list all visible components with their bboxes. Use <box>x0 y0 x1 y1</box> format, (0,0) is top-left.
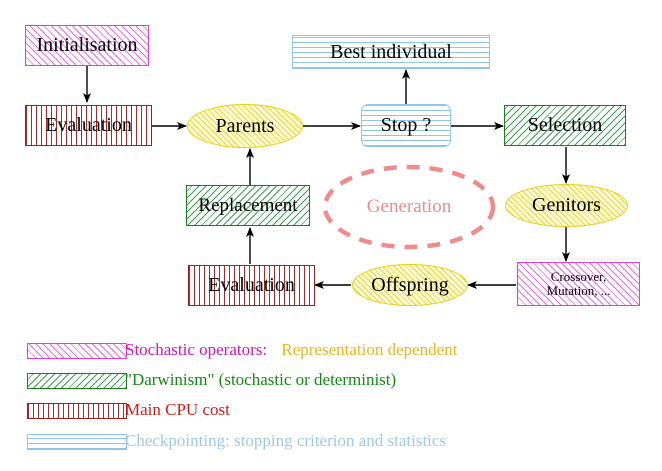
legend-label-darwinism: "Darwinism" (stochastic or determinist) <box>125 370 396 390</box>
legend-swatch-red-vertical-hatch <box>27 403 127 419</box>
legend-swatch-magenta-diagonal-hatch <box>27 343 127 359</box>
legend-text-primary: "Darwinism" (stochastic or determinist) <box>125 370 397 389</box>
legend-swatch-blue-horizontal-hatch <box>27 434 127 450</box>
legend-swatch-green-diagonal-hatch <box>27 373 127 389</box>
node-initialisation-label: Initialisation <box>36 34 138 56</box>
node-best-individual[interactable]: Best individual <box>292 35 490 69</box>
legend-text-primary: Main CPU cost <box>125 400 230 419</box>
node-stop[interactable]: Stop ? <box>361 104 451 147</box>
legend-text-primary: Stochastic operators: <box>125 340 268 359</box>
legend-row: "Darwinism" (stochastic or determinist) <box>0 370 662 399</box>
node-offspring-label: Offspring <box>371 273 449 296</box>
legend-label-main-cpu-cost: Main CPU cost <box>125 400 230 420</box>
legend-text-secondary: Representation dependent <box>281 340 458 359</box>
node-replacement-label: Replacement <box>198 194 298 216</box>
node-parents-label: Parents <box>215 114 275 137</box>
legend-label-stochastic-operators: Stochastic operators: Representation dep… <box>125 340 457 360</box>
node-crossover-mutation-label-line1: Crossover, <box>550 269 607 285</box>
node-parents[interactable]: Parents <box>187 104 303 148</box>
node-replacement[interactable]: Replacement <box>186 185 310 226</box>
node-initialisation[interactable]: Initialisation <box>25 25 149 66</box>
node-offspring[interactable]: Offspring <box>352 264 468 306</box>
generation-dashed-ellipse <box>322 164 496 250</box>
node-stop-label: Stop ? <box>380 114 432 136</box>
node-selection-label: Selection <box>527 114 603 136</box>
node-genitors-label: Genitors <box>532 194 601 216</box>
node-evaluation-bottom-label: Evaluation <box>208 274 295 296</box>
node-best-individual-label: Best individual <box>330 40 452 63</box>
node-selection[interactable]: Selection <box>504 105 626 146</box>
node-evaluation-bottom[interactable]: Evaluation <box>188 265 315 306</box>
node-generation: Generation <box>325 187 493 227</box>
legend-row: Checkpointing: stopping criterion and st… <box>0 431 662 460</box>
node-crossover-mutation-label-line2: Mutation, ... <box>546 283 611 298</box>
node-crossover-mutation[interactable]: Crossover, Mutation, ... <box>517 262 640 306</box>
legend-row: Stochastic operators: Representation dep… <box>0 340 662 369</box>
legend-text-primary: Checkpointing: stopping criterion and st… <box>125 431 447 450</box>
node-evaluation-top-label: Evaluation <box>45 114 132 136</box>
node-generation-label: Generation <box>366 196 452 218</box>
node-genitors[interactable]: Genitors <box>505 184 628 227</box>
node-evaluation-top[interactable]: Evaluation <box>25 105 152 146</box>
legend-label-checkpointing: Checkpointing: stopping criterion and st… <box>125 431 446 451</box>
legend-row: Main CPU cost <box>0 400 662 429</box>
